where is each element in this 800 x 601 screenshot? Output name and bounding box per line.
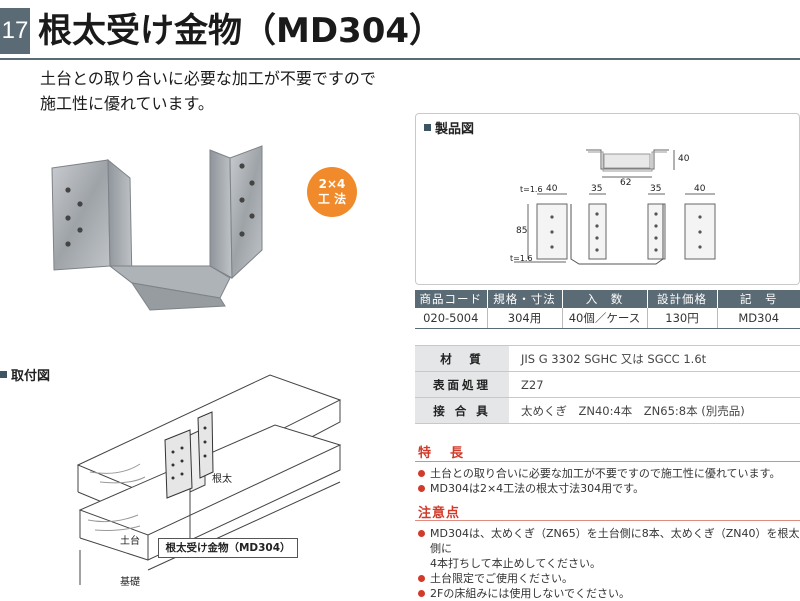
dim-thickness-bottom: t=1.6: [510, 254, 533, 263]
spec-cell-price: 130円: [647, 308, 718, 329]
page-title: 根太受け金物（MD304）: [38, 11, 444, 51]
property-value-finish: Z27: [509, 371, 800, 398]
product-photo: [51, 145, 263, 311]
spec-header-price: 設計価格: [647, 290, 718, 308]
spec-cell-symbol: MD304: [717, 308, 800, 329]
badge-line-2: 工 法: [317, 192, 347, 206]
square-bullet-icon: [0, 371, 7, 378]
notes-list: MD304は、太めくぎ（ZN65）を土台側に8本、太めくぎ（ZN40）を根太側に…: [416, 526, 800, 601]
table-row: 材 質 JIS G 3302 SGHC 又は SGCC 1.6t: [415, 345, 800, 372]
spec-table-header: 商品コード 規格・寸法 入 数 設計価格 記 号: [415, 290, 800, 308]
product-diagram-panel: 製品図: [415, 113, 800, 285]
list-item: 土台限定でご使用ください。: [416, 571, 800, 586]
list-item-continuation: 4本打ちして本止めしてください。: [430, 557, 602, 570]
spec-cell-quantity: 40個／ケース: [562, 308, 648, 329]
label-joist: 根太: [212, 474, 232, 485]
dim-height: 85: [516, 226, 528, 236]
intro-line-2: 施工性に優れています。: [40, 94, 214, 113]
spec-cell-code: 020-5004: [415, 308, 488, 329]
list-item: 2Fの床組みには使用しないでください。: [416, 586, 800, 601]
property-value-material: JIS G 3302 SGHC 又は SGCC 1.6t: [509, 345, 800, 372]
dim-width-3: 35: [650, 184, 662, 194]
features-heading: 特 長: [418, 446, 467, 461]
intro-text: 土台との取り合いに必要な加工が不要ですので 施工性に優れています。: [40, 66, 376, 116]
page-number: 17: [0, 8, 30, 54]
spec-table: 商品コード 規格・寸法 入 数 設計価格 記 号 020-5004 304用 4…: [415, 290, 800, 329]
list-item: 土台との取り合いに必要な加工が不要ですので施工性に優れています。: [416, 466, 800, 481]
square-bullet-icon: [424, 124, 431, 131]
dim-width-4: 40: [694, 184, 706, 194]
property-key-fastener: 接 合 具: [415, 397, 509, 424]
installation-drawing: [76, 374, 342, 585]
property-key-material: 材 質: [415, 345, 509, 372]
table-row: 020-5004 304用 40個／ケース 130円 MD304: [415, 308, 800, 329]
dim-top-width: 62: [620, 178, 632, 188]
notes-rule: [415, 520, 800, 521]
dim-thickness-top: t=1.6: [520, 185, 543, 194]
notes-heading: 注意点: [418, 506, 461, 521]
property-value-fastener: 太めくぎ ZN40:4本 ZN65:8本 (別売品): [509, 397, 800, 424]
installation-heading: 取付図: [0, 365, 50, 384]
2x4-method-badge: 2×4 工 法: [307, 167, 357, 217]
spec-cell-size: 304用: [487, 308, 563, 329]
table-row: 接 合 具 太めくぎ ZN40:4本 ZN65:8本 (別売品): [415, 397, 800, 424]
header-rule: [0, 58, 800, 60]
spec-header-quantity: 入 数: [562, 290, 648, 308]
table-row: 表面処理 Z27: [415, 371, 800, 398]
dim-width-2: 35: [591, 184, 603, 194]
label-foundation: 基礎: [120, 577, 140, 588]
properties-table: 材 質 JIS G 3302 SGHC 又は SGCC 1.6t 表面処理 Z2…: [415, 345, 800, 424]
label-sill: 土台: [120, 536, 140, 547]
features-rule: [415, 461, 800, 462]
spec-header-size: 規格・寸法: [487, 290, 563, 308]
product-diagram-heading: 製品図: [424, 118, 474, 137]
installation-caption: 根太受け金物（MD304）: [158, 538, 298, 558]
list-item: MD304は、太めくぎ（ZN65）を土台側に8本、太めくぎ（ZN40）を根太側に: [416, 526, 800, 556]
product-drawing: [514, 149, 716, 265]
spec-header-code: 商品コード: [415, 290, 488, 308]
dim-width-1: 40: [546, 184, 558, 194]
badge-line-1: 2×4: [318, 177, 346, 191]
dim-top-height: 40: [678, 154, 690, 164]
spec-header-symbol: 記 号: [717, 290, 800, 308]
list-item: MD304は2×4工法の根太寸法304用です。: [416, 481, 800, 496]
intro-line-1: 土台との取り合いに必要な加工が不要ですので: [40, 69, 376, 88]
property-key-finish: 表面処理: [415, 371, 509, 398]
features-list: 土台との取り合いに必要な加工が不要ですので施工性に優れています。 MD304は2…: [416, 466, 800, 496]
